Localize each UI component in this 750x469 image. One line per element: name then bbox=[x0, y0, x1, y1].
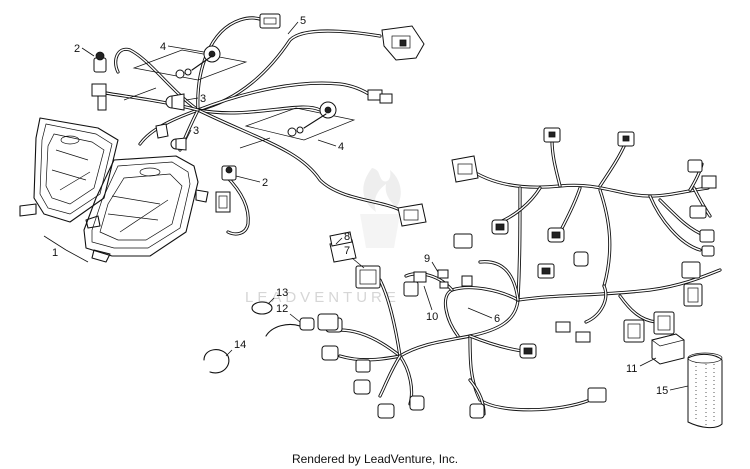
watermark-text: LEADVENTURE bbox=[245, 289, 400, 306]
connector-m1 bbox=[451, 155, 479, 183]
bulb-socket-upper bbox=[93, 51, 107, 73]
connector-m7 bbox=[681, 261, 703, 307]
callout-10: 10 bbox=[423, 285, 438, 323]
connector-m13 bbox=[653, 311, 675, 335]
connector-m4 bbox=[687, 159, 717, 189]
callout-9: 9 bbox=[424, 253, 439, 273]
connector-m15 bbox=[587, 387, 607, 403]
headlight-harness bbox=[98, 16, 402, 236]
callout-8: 8 bbox=[335, 231, 350, 245]
sleeve-15 bbox=[687, 352, 723, 429]
svg-text:9: 9 bbox=[424, 253, 430, 265]
svg-text:5: 5 bbox=[300, 15, 306, 27]
connector-m21 bbox=[355, 265, 381, 289]
svg-text:4: 4 bbox=[338, 141, 344, 153]
headlight-right bbox=[83, 155, 209, 263]
connector-h1 bbox=[259, 13, 281, 29]
callout-1-label: 1 bbox=[52, 247, 58, 259]
callout-15: 15 bbox=[656, 385, 689, 397]
connector-m12 bbox=[623, 319, 645, 343]
callout-5: 5 bbox=[287, 15, 306, 35]
svg-text:13: 13 bbox=[276, 287, 288, 299]
callout-6: 6 bbox=[467, 307, 500, 325]
svg-text:11: 11 bbox=[626, 363, 637, 375]
connector-m24 bbox=[453, 233, 473, 249]
headlight-left bbox=[19, 117, 119, 229]
callout-2-lower: 2 bbox=[235, 175, 268, 189]
connector-h2 bbox=[381, 25, 425, 61]
connector-m18 bbox=[321, 345, 371, 373]
adjuster-upper bbox=[123, 45, 248, 101]
callout-1: 1 bbox=[43, 235, 89, 263]
svg-text:4: 4 bbox=[160, 41, 166, 53]
connector-m22 bbox=[329, 231, 357, 263]
connector-h4 bbox=[397, 203, 427, 227]
callout-13: 13 bbox=[267, 287, 288, 305]
callout-14: 14 bbox=[225, 339, 246, 357]
callout-7: 7 bbox=[344, 245, 365, 269]
part-13 bbox=[251, 301, 273, 315]
svg-text:7: 7 bbox=[344, 245, 350, 257]
svg-text:15: 15 bbox=[656, 385, 668, 397]
connector-h3 bbox=[367, 89, 393, 104]
part-12 bbox=[265, 313, 339, 337]
callout-4-upper: 4 bbox=[160, 41, 205, 53]
connector-m19 bbox=[353, 379, 395, 419]
callout-3-upper: 3 bbox=[185, 93, 206, 105]
part-9 bbox=[437, 269, 449, 289]
bulb-3c bbox=[155, 123, 169, 139]
connector-m17 bbox=[519, 343, 537, 359]
callout-4-lower: 4 bbox=[317, 139, 344, 153]
connector-m23 bbox=[403, 275, 473, 297]
relay-11 bbox=[651, 333, 685, 365]
bulb-3b bbox=[170, 137, 187, 151]
connector-m8 bbox=[491, 219, 509, 235]
connector-m9 bbox=[547, 227, 565, 243]
svg-text:10: 10 bbox=[426, 311, 438, 323]
callout-2-upper: 2 bbox=[74, 43, 95, 57]
connector-m6 bbox=[699, 229, 715, 257]
connector-m3 bbox=[617, 131, 635, 147]
connector-m5 bbox=[689, 205, 707, 219]
connector-m11 bbox=[537, 263, 555, 279]
part-10 bbox=[413, 271, 427, 283]
svg-text:2: 2 bbox=[74, 43, 80, 55]
connector-m2 bbox=[543, 127, 561, 143]
bulb-socket-lower bbox=[221, 165, 237, 181]
svg-text:3: 3 bbox=[193, 125, 199, 137]
connector-m14 bbox=[555, 321, 591, 343]
part-14 bbox=[203, 349, 230, 374]
connector-m10 bbox=[573, 251, 589, 267]
svg-text:8: 8 bbox=[344, 231, 350, 243]
callout-12: 12 bbox=[276, 303, 301, 323]
adjuster-lower bbox=[239, 101, 356, 149]
callout-3-lower: 3 bbox=[185, 125, 199, 141]
connector-h6 bbox=[215, 191, 231, 213]
svg-text:2: 2 bbox=[262, 177, 268, 189]
footer-credit: Rendered by LeadVenture, Inc. bbox=[291, 452, 459, 466]
callout-11: 11 bbox=[626, 357, 657, 375]
connector-m16 bbox=[409, 395, 485, 419]
svg-text:12: 12 bbox=[276, 303, 288, 315]
svg-text:14: 14 bbox=[234, 339, 246, 351]
svg-text:6: 6 bbox=[494, 313, 500, 325]
bulb-3a bbox=[165, 93, 185, 111]
connector-h5 bbox=[91, 83, 107, 111]
svg-text:3: 3 bbox=[200, 93, 206, 105]
